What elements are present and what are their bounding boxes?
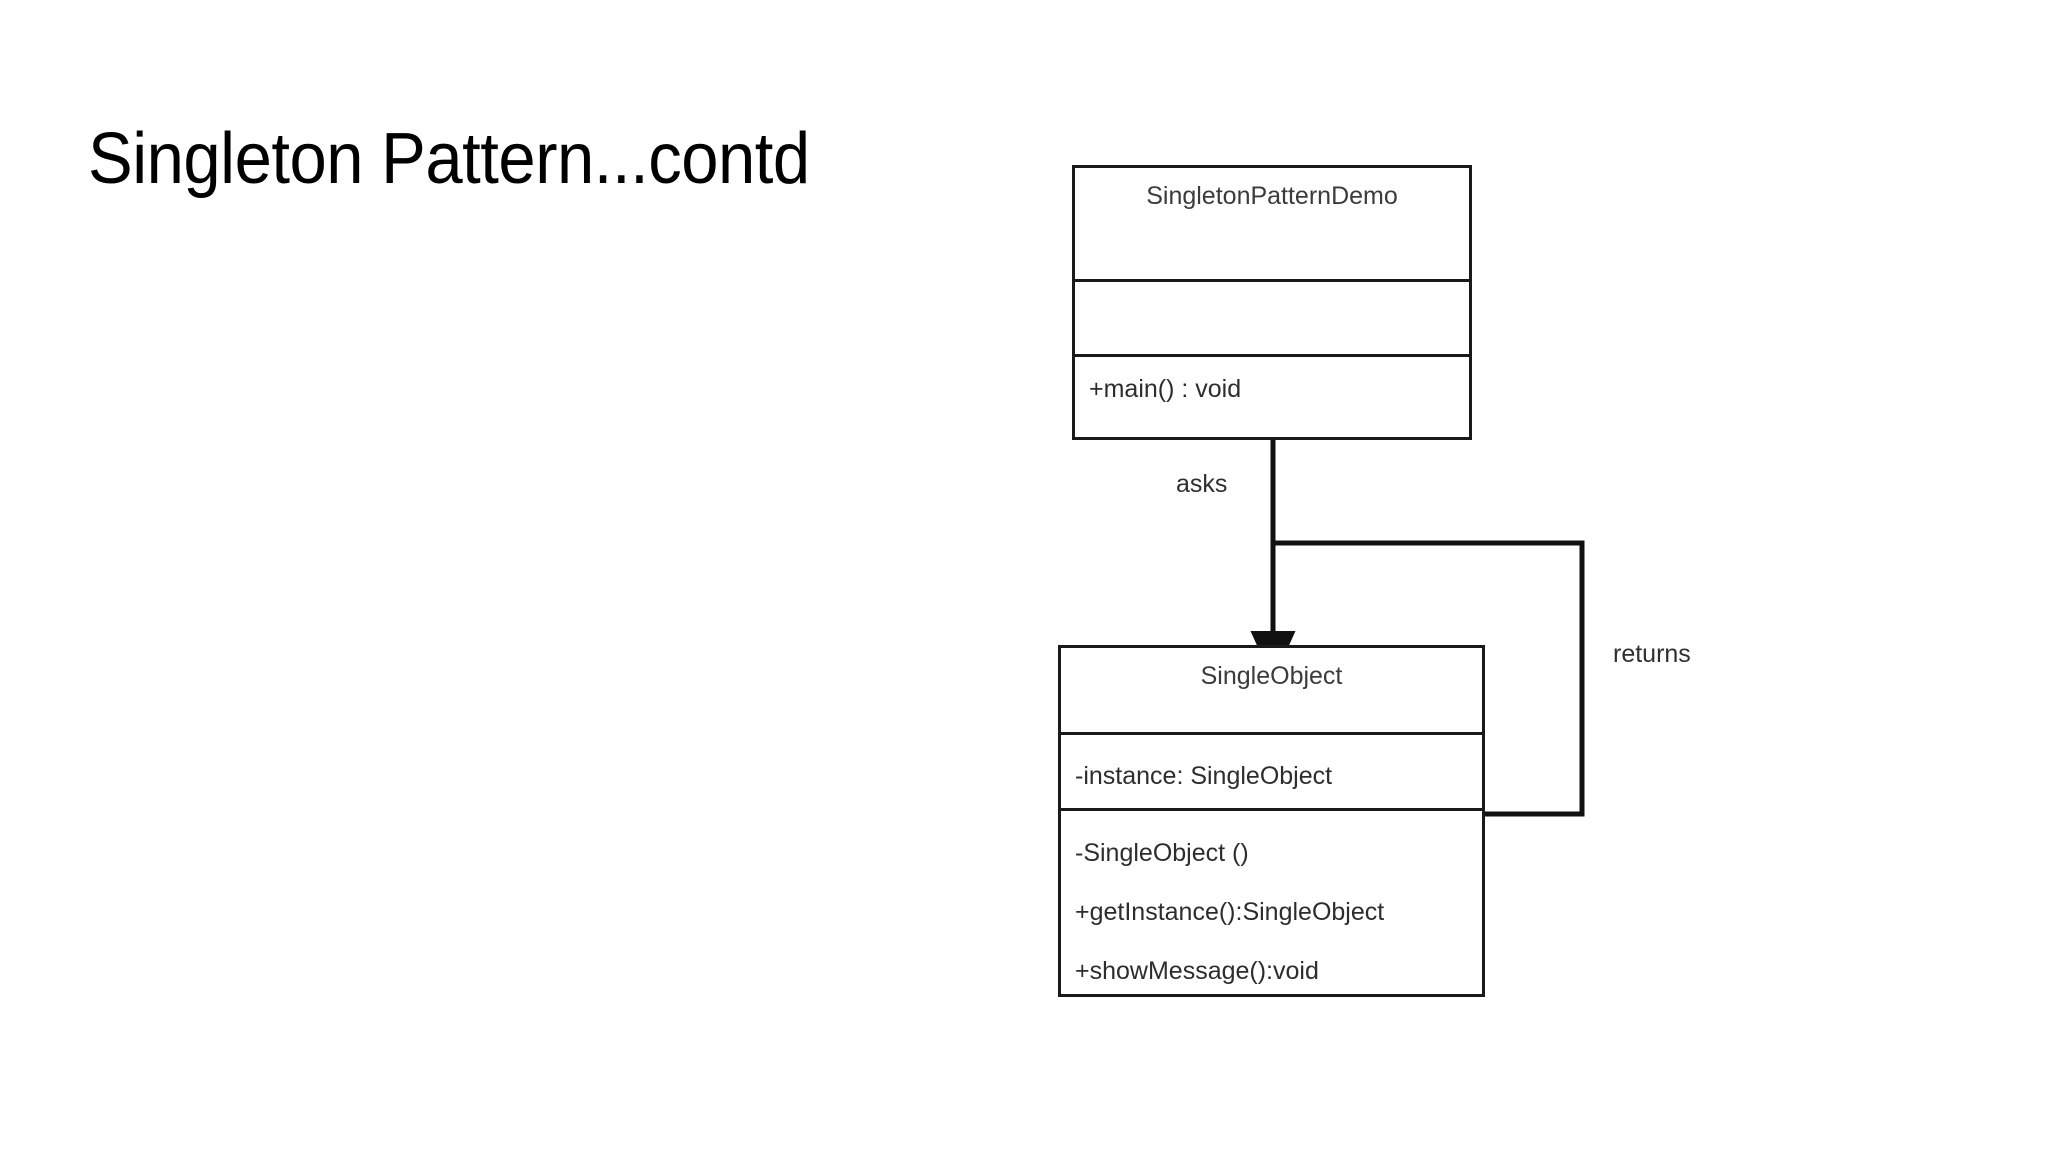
uml-class-single-object[interactable]: SingleObject -instance: SingleObject -Si…	[1058, 645, 1485, 997]
class-name-compartment: SingleObject	[1061, 648, 1482, 732]
class-name-compartment: SingletonPatternDemo	[1075, 168, 1469, 279]
class-attributes-compartment: -instance: SingleObject	[1061, 732, 1482, 808]
class-operations-compartment: -SingleObject () +getInstance():SingleOb…	[1061, 808, 1482, 994]
page-title: Singleton Pattern...contd	[88, 119, 810, 199]
class-attribute: -instance: SingleObject	[1075, 762, 1333, 790]
class-operation: +main() : void	[1089, 375, 1242, 403]
class-operation: +showMessage():void	[1075, 957, 1319, 985]
class-attributes-compartment	[1075, 279, 1469, 354]
edge-label-asks: asks	[1176, 470, 1228, 498]
class-operation: +getInstance():SingleObject	[1075, 898, 1385, 926]
uml-class-singleton-pattern-demo[interactable]: SingletonPatternDemo +main() : void	[1072, 165, 1472, 440]
returns-connector	[1273, 540, 1585, 817]
class-operation: -SingleObject ()	[1075, 839, 1249, 867]
class-operations-compartment: +main() : void	[1075, 354, 1469, 437]
class-name: SingleObject	[1200, 662, 1343, 690]
edge-label-returns: returns	[1613, 640, 1691, 668]
class-name: SingletonPatternDemo	[1146, 182, 1398, 210]
